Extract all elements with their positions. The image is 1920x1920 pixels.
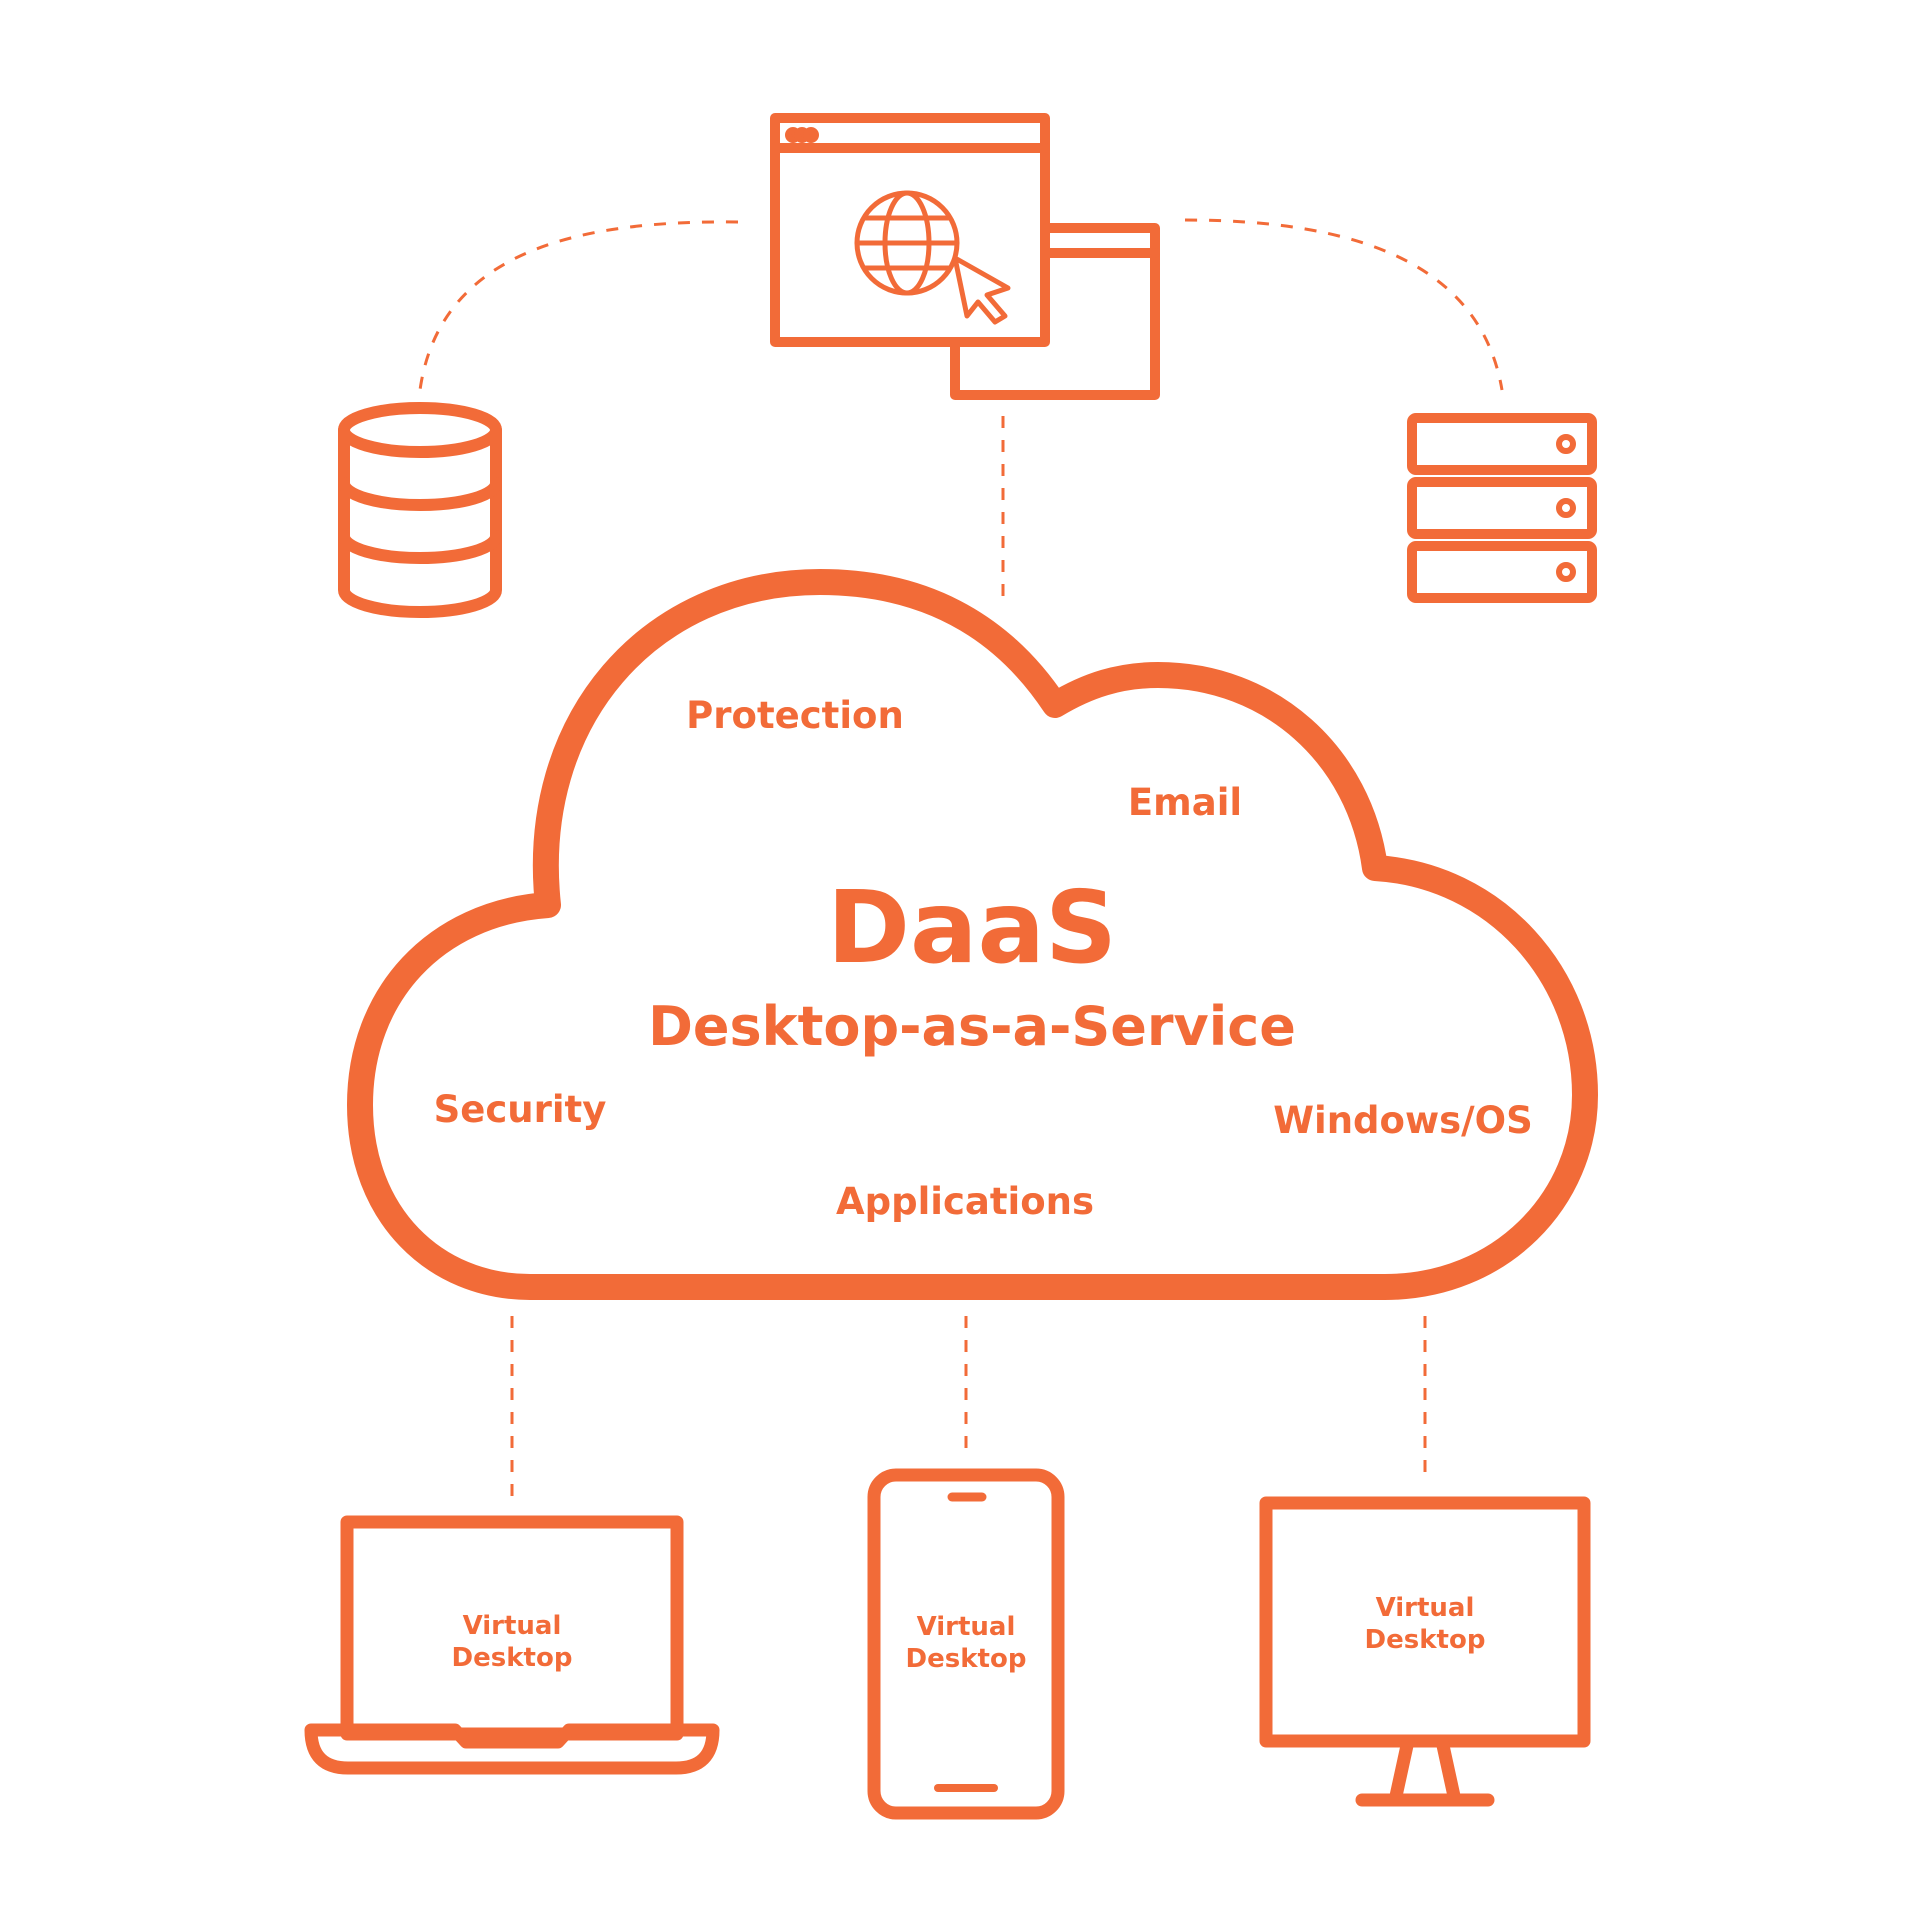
cloud-title: DaaS bbox=[827, 869, 1117, 986]
database-icon bbox=[338, 402, 502, 618]
feature-windows-os: Windows/OS bbox=[1273, 1099, 1533, 1142]
smartphone-icon bbox=[867, 1468, 1065, 1820]
cursor-icon bbox=[952, 255, 1011, 325]
laptop-label-line1: Virtual bbox=[463, 1611, 562, 1641]
cloud-subtitle: Desktop-as-a-Service bbox=[648, 995, 1296, 1058]
feature-protection: Protection bbox=[686, 694, 904, 737]
server-rack-icon bbox=[1407, 413, 1597, 603]
cloud-outline bbox=[347, 569, 1598, 1300]
laptop-label-line2: Desktop bbox=[452, 1643, 573, 1673]
globe-icon bbox=[854, 190, 960, 296]
connector-browser-database bbox=[418, 220, 739, 391]
laptop-device: Virtual Desktop bbox=[304, 1515, 720, 1775]
feature-security: Security bbox=[434, 1088, 607, 1131]
smartphone-label-line1: Virtual bbox=[917, 1612, 1016, 1642]
laptop-icon bbox=[304, 1515, 720, 1775]
smartphone-label-line2: Desktop bbox=[906, 1644, 1027, 1674]
connectors bbox=[418, 218, 1504, 1498]
monitor-icon bbox=[1259, 1496, 1591, 1807]
monitor-label-line1: Virtual bbox=[1376, 1593, 1475, 1623]
feature-email: Email bbox=[1128, 781, 1242, 824]
browser-window-icon bbox=[770, 113, 1160, 400]
monitor-device: Virtual Desktop bbox=[1259, 1496, 1591, 1807]
feature-applications: Applications bbox=[836, 1180, 1094, 1223]
smartphone-device: Virtual Desktop bbox=[867, 1468, 1065, 1820]
connector-browser-server bbox=[1184, 218, 1504, 391]
monitor-label-line2: Desktop bbox=[1365, 1625, 1486, 1655]
